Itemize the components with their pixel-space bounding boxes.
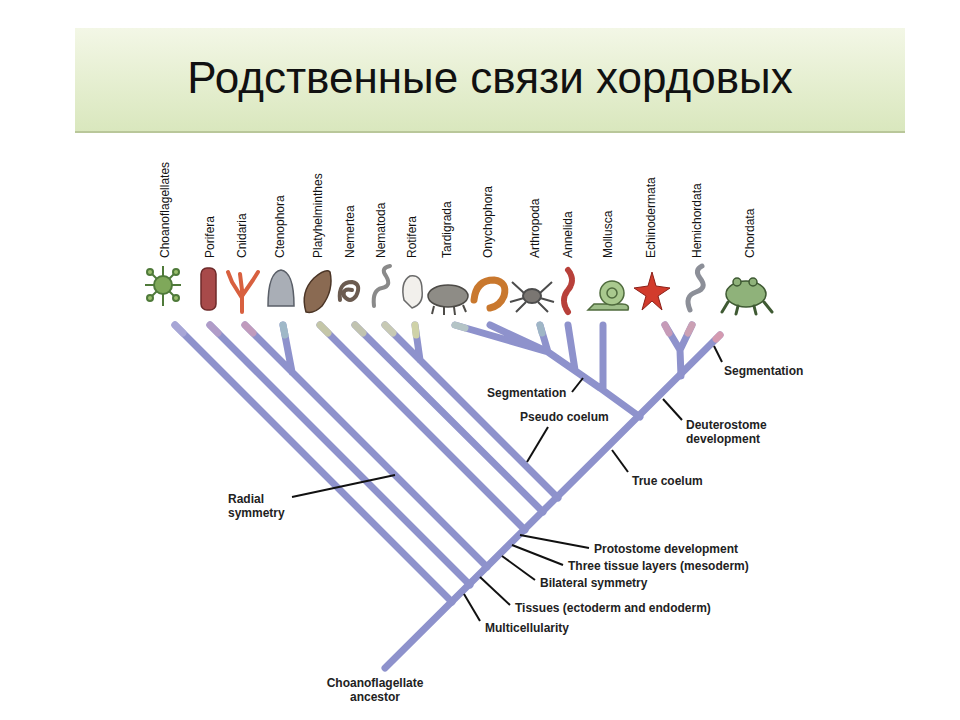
- branch: [245, 325, 487, 567]
- tree-branches: [175, 325, 720, 668]
- leader-line: [714, 346, 722, 362]
- leader-line: [520, 535, 589, 548]
- taxon-name: Annelida: [561, 211, 575, 258]
- taxon-name: Ctenophora: [273, 195, 287, 258]
- trait-label: Radial symmetry: [228, 492, 292, 520]
- taxon-name: Choanoflagellates: [158, 162, 172, 258]
- leader-line: [502, 556, 535, 580]
- leader-line: [292, 475, 395, 497]
- trait-label: Multicellularity: [485, 621, 569, 635]
- onychophora-icon: [474, 280, 505, 308]
- trait-label: Pseudo coelum: [520, 410, 609, 424]
- branch: [665, 325, 692, 376]
- taxon-name: Cnidaria: [235, 213, 249, 258]
- leader-lines: [292, 346, 722, 621]
- taxon-name: Mollusca: [601, 211, 615, 258]
- echinodermata-icon: [634, 272, 670, 310]
- leader-line: [464, 594, 480, 621]
- taxon-name: Echinodermata: [644, 177, 658, 258]
- leader-line: [572, 378, 583, 392]
- nematoda-icon: [374, 266, 390, 306]
- trait-label: Deuterostome development: [686, 418, 778, 446]
- branch: [210, 325, 470, 585]
- cnidaria-icon: [228, 272, 258, 312]
- tardigrada-icon: [428, 285, 468, 315]
- leader-line: [480, 577, 510, 605]
- ctenophora-icon: [268, 270, 294, 306]
- taxon-name: Porifera: [203, 216, 217, 258]
- title-band: [75, 28, 905, 132]
- taxon-name: Arthropoda: [528, 199, 542, 258]
- mollusca-icon: [588, 281, 628, 310]
- taxon-name: Tardigrada: [440, 201, 454, 258]
- taxon-name: Onychophora: [481, 186, 495, 258]
- trait-label: Segmentation: [724, 364, 803, 378]
- taxon-name: Rotifera: [405, 216, 419, 258]
- arthropoda-icon: [510, 282, 554, 312]
- chordata-icon: [722, 278, 772, 314]
- branch: [175, 325, 452, 602]
- branch: [355, 325, 543, 512]
- trait-label: Segmentation: [487, 386, 566, 400]
- branch: [455, 325, 640, 417]
- trunk: [385, 335, 720, 668]
- trait-label: Three tissue layers (mesoderm): [568, 559, 749, 573]
- taxon-name: Chordata: [743, 209, 757, 258]
- rotifera-icon: [403, 276, 422, 308]
- trait-label: Choanoflagellate ancestor: [322, 676, 428, 704]
- slide-title: Родственные связи хордовых: [75, 50, 905, 106]
- taxon-name: Hemichordata: [690, 183, 704, 258]
- taxon-name: Nematoda: [374, 203, 388, 258]
- leader-line: [512, 545, 563, 565]
- trait-label: True coelum: [632, 474, 703, 488]
- annelida-icon: [564, 270, 572, 312]
- leader-line: [527, 427, 548, 462]
- leader-line: [612, 450, 628, 472]
- trait-label: Protostome development: [594, 542, 738, 556]
- hemichordata-icon: [688, 266, 703, 310]
- taxon-name: Platyhelminthes: [311, 173, 325, 258]
- branch-tips: [175, 325, 720, 339]
- nemertea-icon: [340, 282, 359, 300]
- animal-icons: [145, 266, 772, 315]
- trait-label: Bilateral symmetry: [540, 576, 647, 590]
- leader-line: [663, 399, 682, 420]
- title-rule: [75, 131, 905, 133]
- platyhelminthes-icon: [304, 271, 331, 313]
- choanoflagellate-icon: [145, 266, 181, 306]
- porifera-icon: [201, 268, 216, 310]
- trait-label: Tissues (ectoderm and endoderm): [515, 601, 711, 615]
- taxon-name: Nemertea: [343, 205, 357, 258]
